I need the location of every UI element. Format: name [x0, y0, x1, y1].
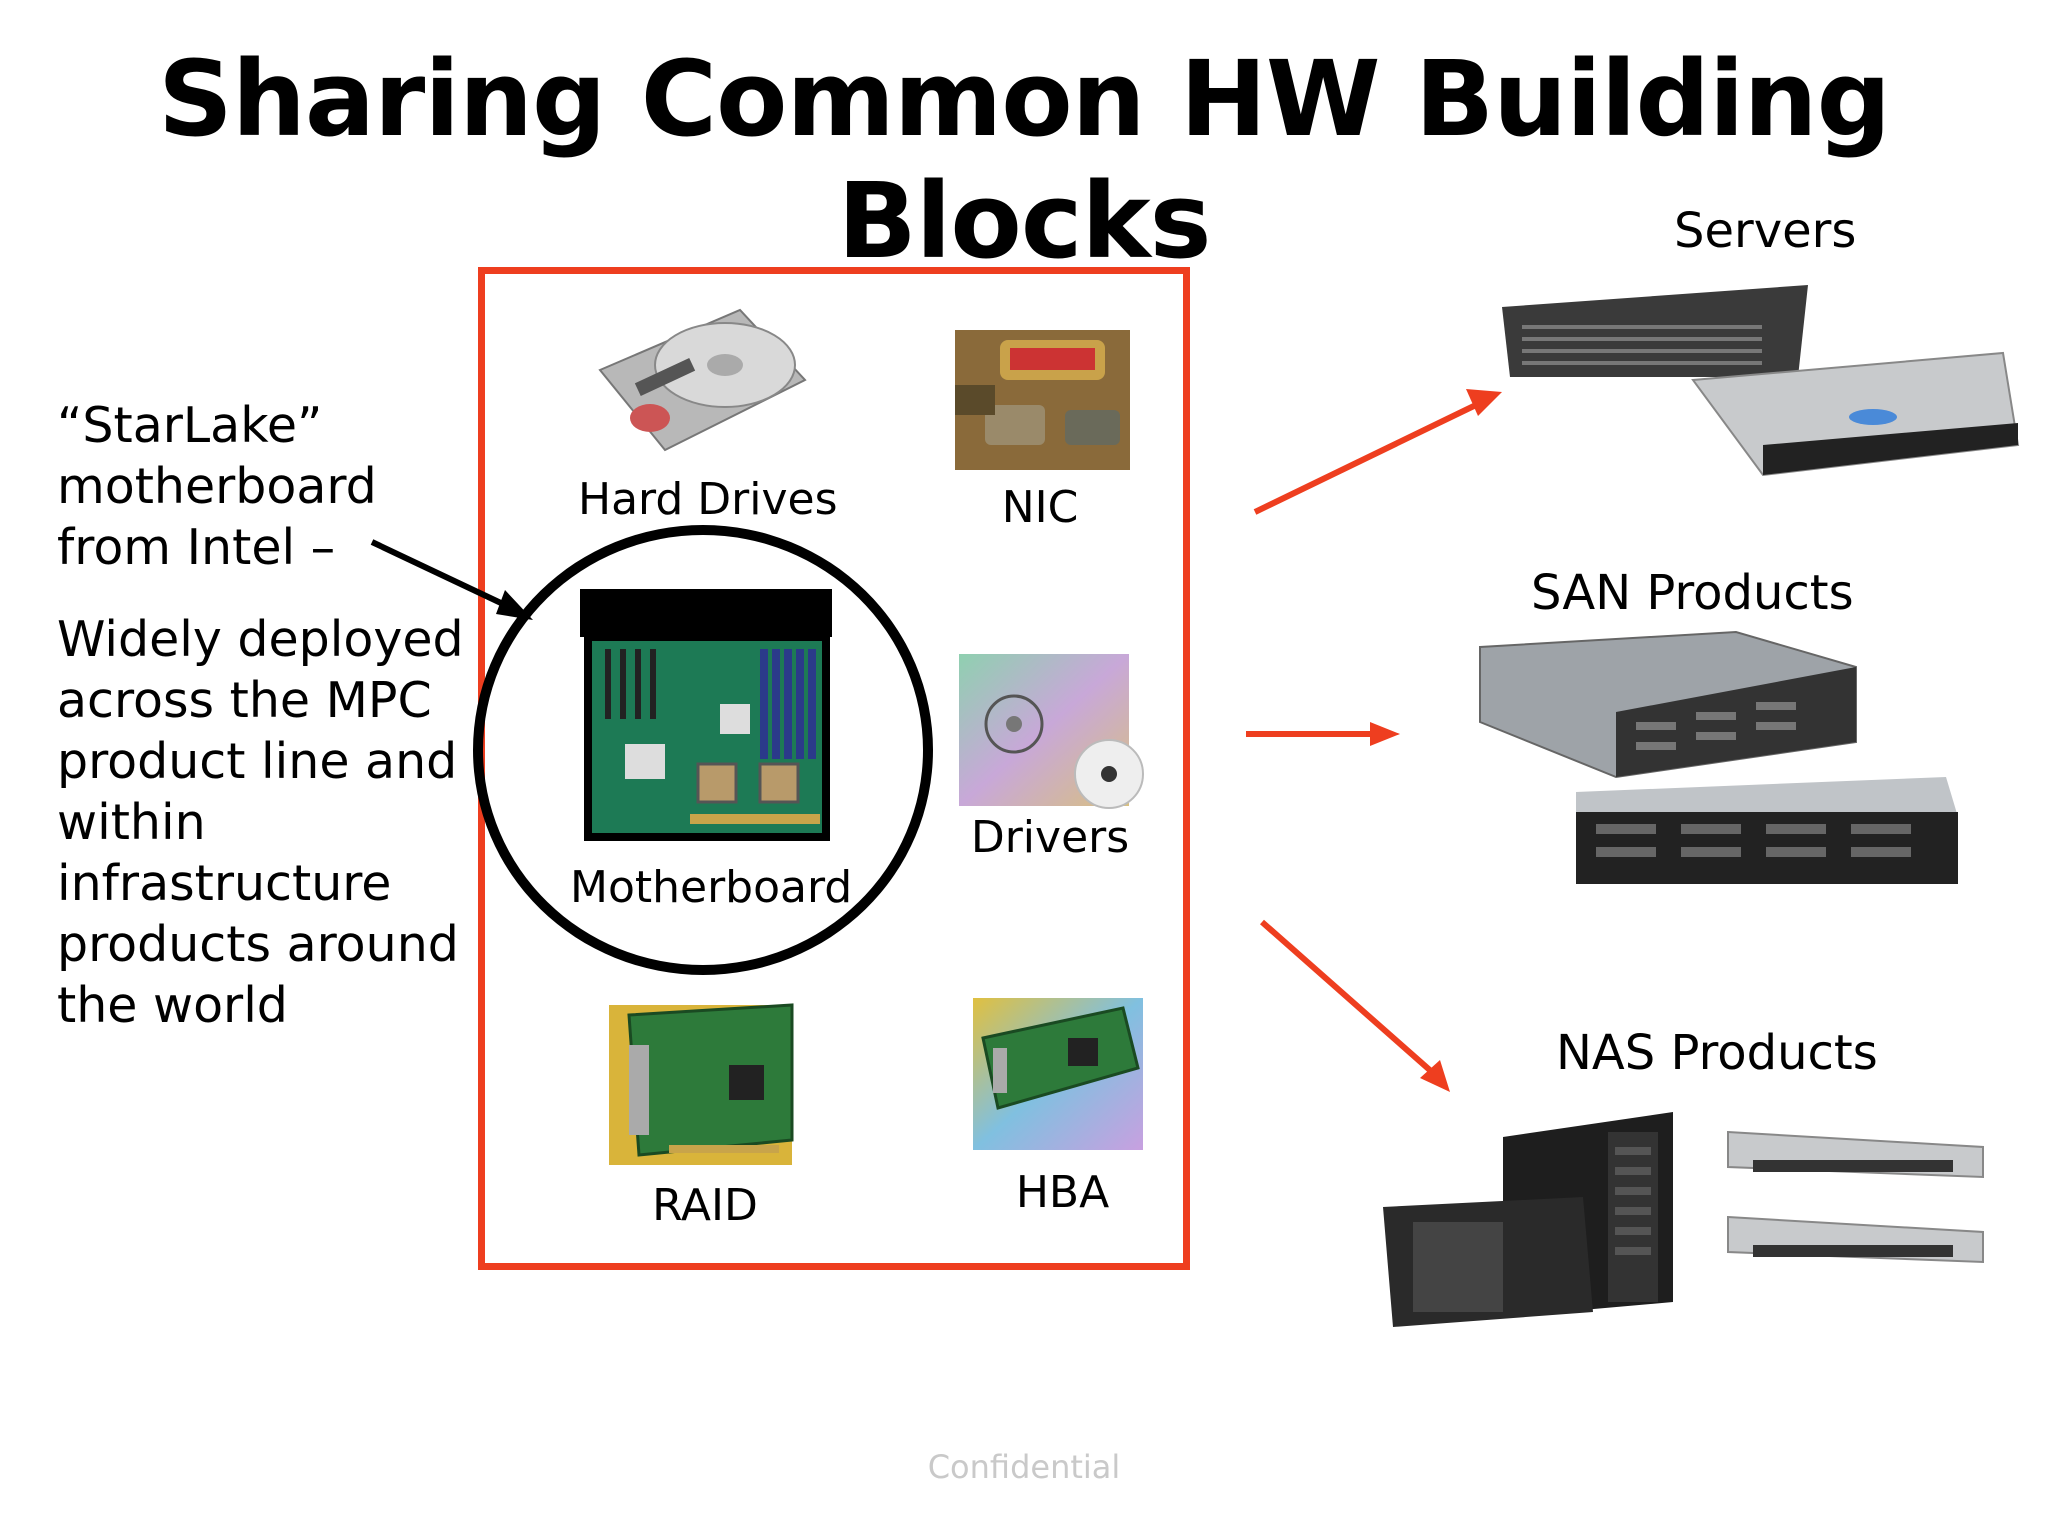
motherboard-image: [580, 589, 832, 841]
servers-label: Servers: [1674, 203, 1857, 259]
san-image: [1479, 630, 1958, 884]
annotation-line: “StarLake”: [57, 397, 323, 454]
nic-label: NIC: [1001, 482, 1079, 533]
hba-label: HBA: [1015, 1167, 1110, 1218]
drivers-label: Drivers: [970, 812, 1130, 863]
nas-label: NAS Products: [1556, 1025, 1878, 1081]
san-label: SAN Products: [1531, 565, 1854, 621]
annotation-top: “StarLake” motherboard from Intel –: [57, 395, 477, 578]
arrow-to-servers: [1253, 401, 1480, 515]
annotation-line: Widely deployed: [57, 611, 464, 668]
raid-image: [609, 1003, 794, 1165]
hard-drives-label: Hard Drives: [578, 474, 838, 525]
nas-image: [1383, 1112, 1984, 1327]
annotation-line: product line and: [57, 733, 458, 790]
nic-image: [955, 330, 1130, 470]
annotation-line: from Intel –: [57, 519, 336, 576]
confidential-footer: Confidential: [927, 1448, 1121, 1486]
annotation-line: motherboard: [57, 458, 377, 515]
servers-image: [1502, 285, 2020, 477]
annotation-bottom: Widely deployed across the MPC product l…: [57, 609, 477, 1036]
hba-image: [973, 998, 1143, 1150]
motherboard-label: Motherboard: [570, 862, 853, 913]
annotation-line: products around: [57, 916, 459, 973]
annotation-line: infrastructure: [57, 855, 392, 912]
hard-drive-image: [598, 308, 807, 452]
annotation-line: the world: [57, 977, 288, 1034]
arrow-to-nas: [1260, 919, 1434, 1075]
annotation-line: across the MPC: [57, 672, 432, 729]
annotation-line: within: [57, 794, 206, 851]
highlight-circle: [473, 525, 933, 975]
page-title: Sharing Common HW Building Blocks: [157, 38, 1891, 282]
drivers-image: [959, 654, 1144, 809]
raid-label: RAID: [652, 1180, 758, 1231]
